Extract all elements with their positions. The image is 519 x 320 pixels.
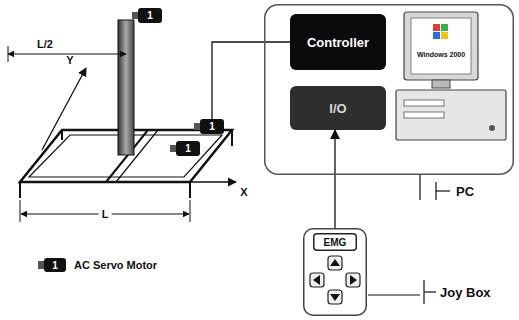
callout-number: 1 (52, 260, 58, 271)
node-text: I/O (329, 101, 346, 116)
node-text: Joy Box (440, 285, 491, 300)
computer-illustration (396, 12, 506, 140)
axis-arrows (42, 68, 236, 182)
node-text: 1 (209, 121, 215, 132)
controller-box: Controller (290, 14, 386, 70)
joystick-buttons (310, 256, 360, 304)
axis-label: Y (66, 54, 73, 66)
node-text: 1 (147, 10, 153, 21)
joy-box: Joy BoxEMG (303, 228, 367, 316)
dimension-lines (8, 46, 190, 222)
servo-motor: 1 (138, 8, 162, 23)
connector-line (334, 130, 335, 228)
pc-housing: PCControllerI/O (264, 4, 514, 175)
servo-motor: 1 (176, 141, 200, 156)
motor-shafts (132, 12, 200, 152)
dimension-label: L/2 (37, 38, 53, 50)
label-brackets (368, 175, 450, 304)
legend-motor-icon (38, 258, 66, 272)
connector-line (212, 42, 290, 119)
legend-text: AC Servo Motor (74, 259, 157, 271)
node-text: PC (456, 184, 474, 199)
io-box: I/O (290, 86, 386, 130)
node-text: Controller (307, 35, 369, 50)
axis-label: X (240, 186, 247, 198)
node-text: EMG (324, 237, 347, 248)
servo-motor: 1 (200, 119, 224, 134)
dimension-label: L (99, 208, 112, 220)
os-label: Windows 2000 (417, 51, 465, 58)
legend-item: AC Servo Motor (74, 259, 157, 271)
emg-button: EMG (313, 233, 357, 251)
node-text: 1 (185, 143, 191, 154)
z-column (118, 20, 134, 155)
